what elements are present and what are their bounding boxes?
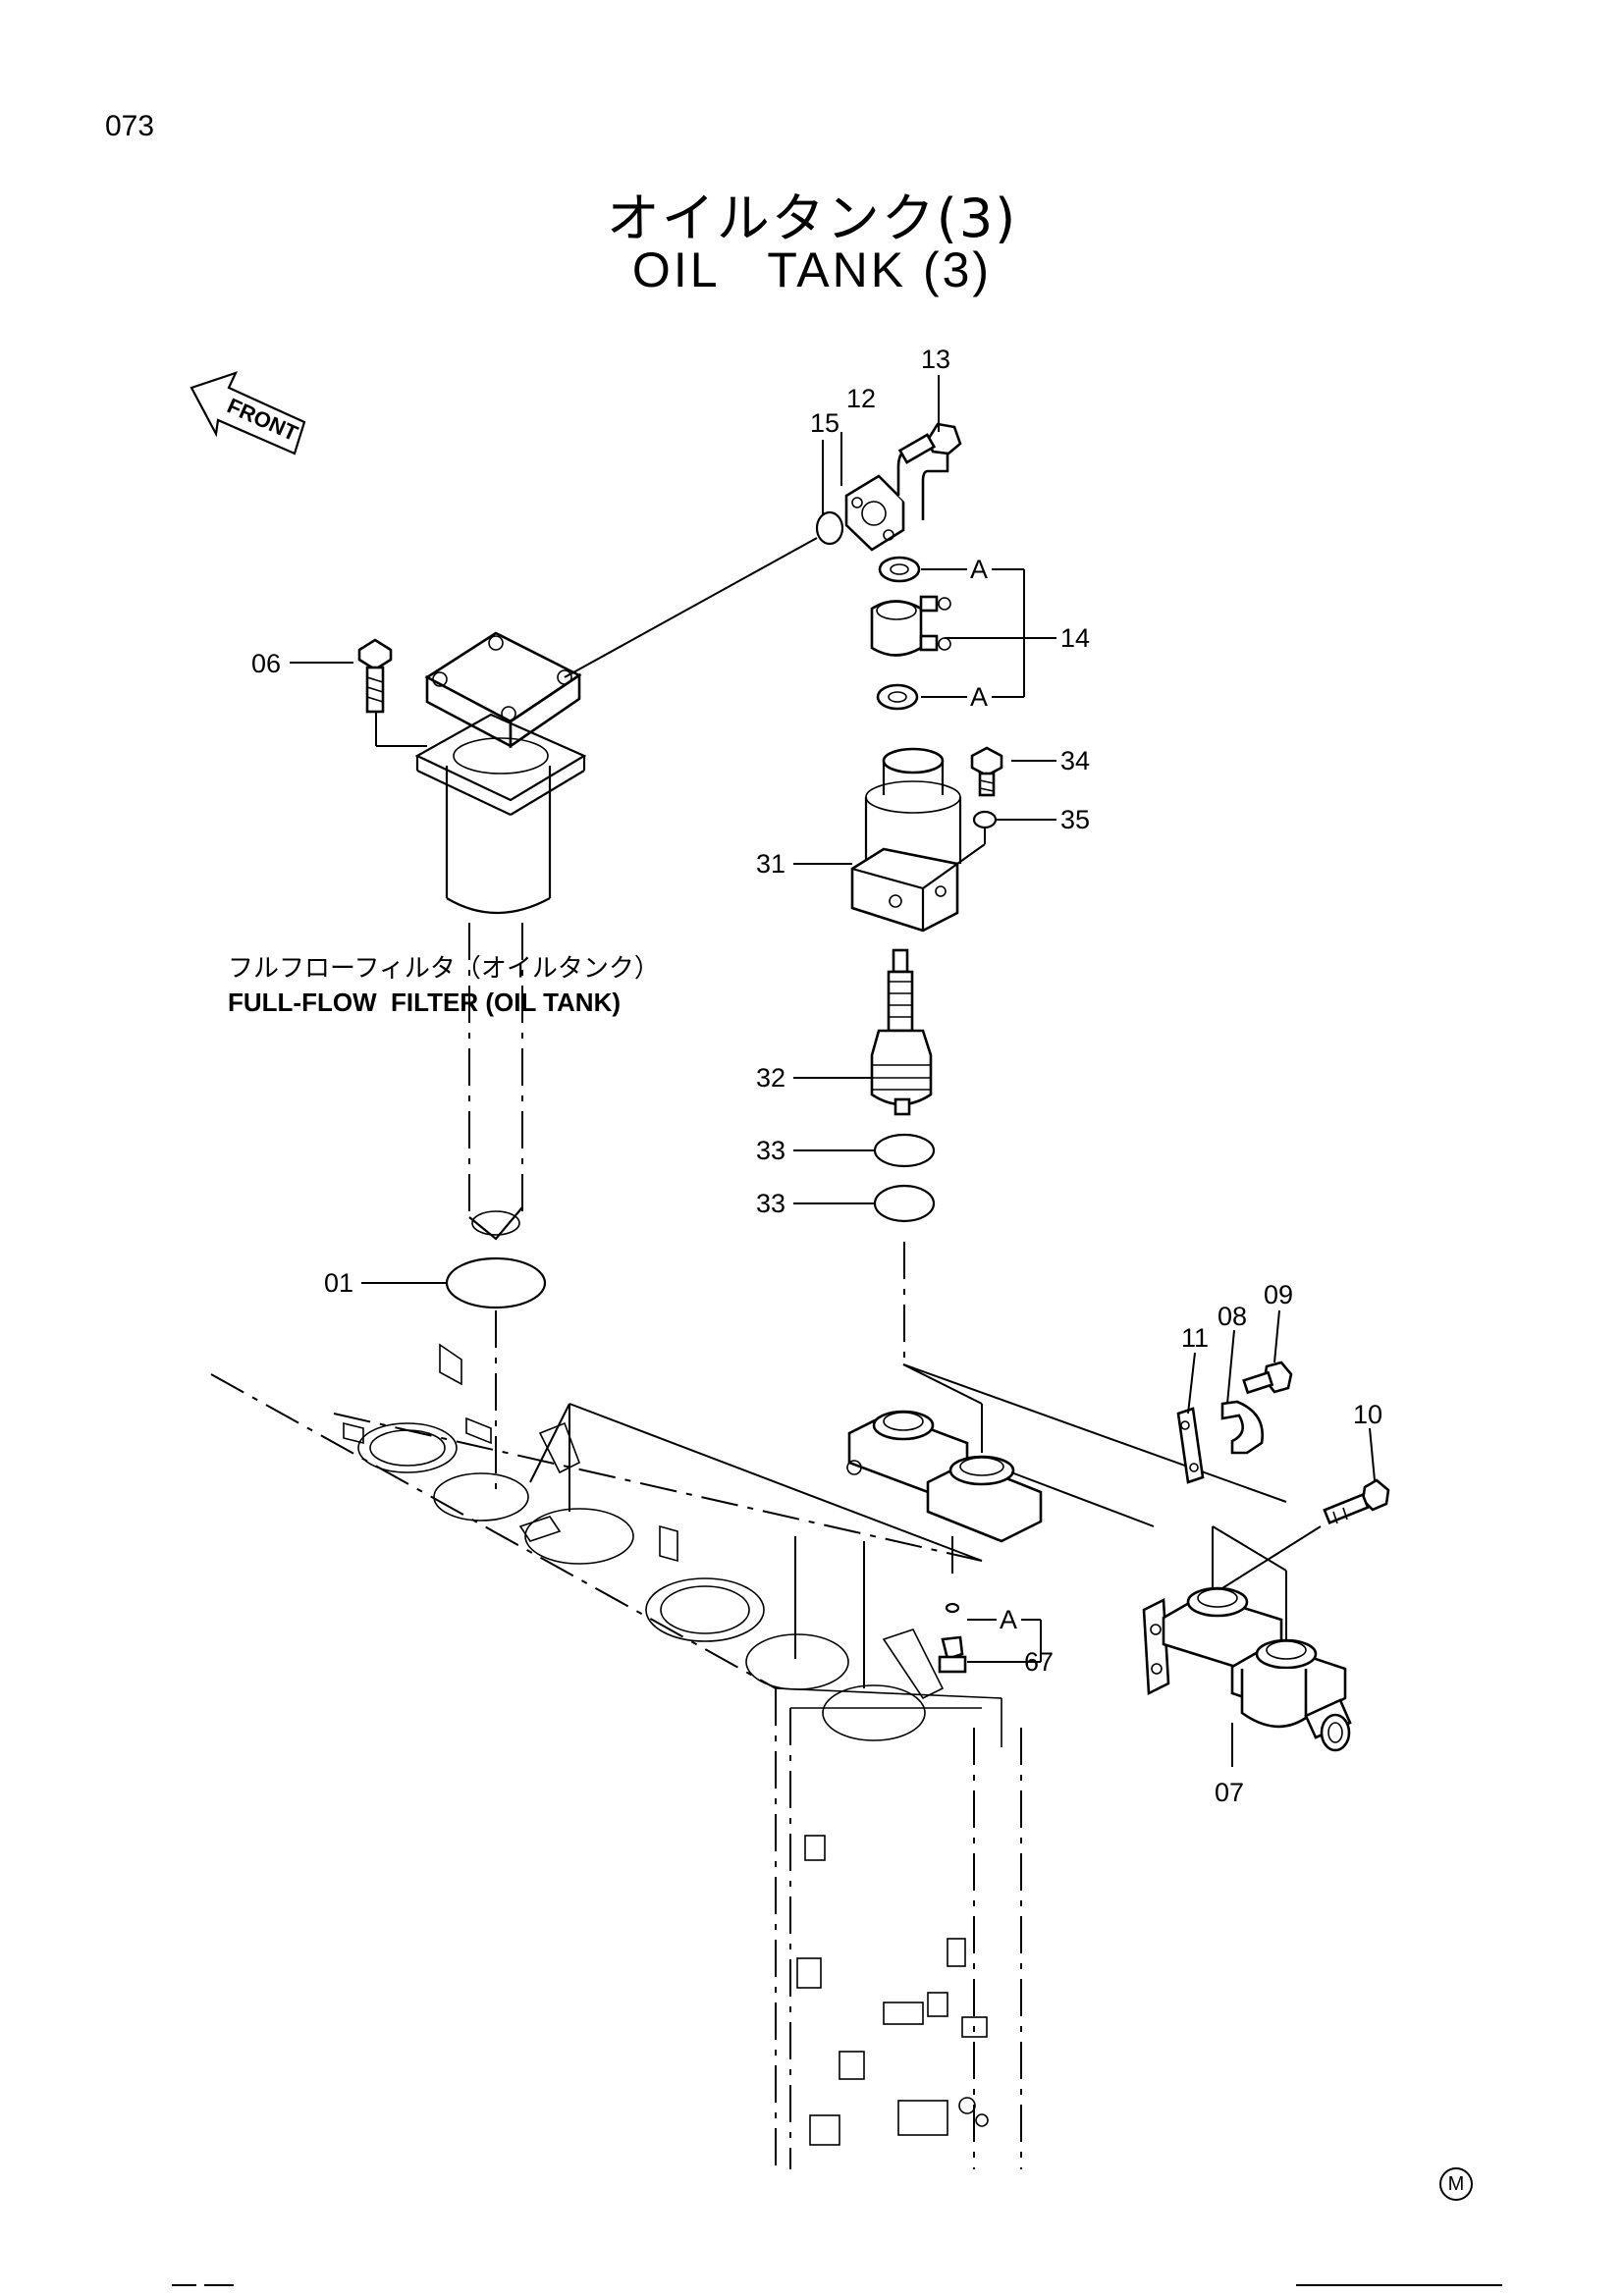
oil-tank-frame	[210, 1343, 1022, 2169]
callout-34: 34	[1060, 746, 1090, 775]
filter-caption-japanese: フルフローフィルタ（オイルタンク）	[228, 954, 660, 984]
hose-clamp-14	[870, 556, 951, 711]
callout-01: 01	[324, 1268, 353, 1298]
callout-11: 11	[1181, 1323, 1209, 1353]
footer-rule	[172, 2284, 196, 2286]
plate-11	[1176, 1407, 1205, 1484]
o-ring-33a	[873, 1133, 936, 1168]
callout-35: 35	[1060, 805, 1090, 834]
callout-12: 12	[846, 384, 876, 413]
page-number: 073	[105, 110, 155, 142]
callout-a: A	[1000, 1605, 1017, 1634]
return-manifold	[846, 1363, 1287, 1580]
manifold-07	[1010, 1471, 1352, 1752]
valve-31	[850, 747, 962, 933]
front-arrow-icon: FRONT	[189, 371, 306, 455]
callout-a: A	[970, 682, 988, 712]
callout-14: 14	[1060, 623, 1090, 653]
callout-13: 13	[921, 345, 950, 374]
footer-rule	[1296, 2284, 1502, 2286]
callout-33: 33	[756, 1189, 785, 1218]
bolt-06	[357, 638, 427, 747]
o-ring-01	[445, 1256, 547, 1309]
callout-09: 09	[1264, 1280, 1293, 1309]
callout-10: 10	[1353, 1400, 1382, 1429]
callout-67: 67	[1024, 1647, 1054, 1677]
filter-caption: FULL-FLOW FILTER (OIL TANK)	[228, 988, 621, 1017]
front-label: FRONT	[224, 393, 302, 446]
full-flow-filter	[414, 631, 587, 1241]
plug-67	[938, 1602, 967, 1674]
callout-31: 31	[756, 849, 785, 879]
clamp-08	[1220, 1400, 1265, 1455]
bolt-10	[1323, 1478, 1390, 1525]
bolt-34	[970, 746, 1003, 797]
page-title-japanese: オイルタンク(3)	[606, 187, 1018, 249]
o-ring-15	[815, 510, 844, 546]
bolt-09	[1242, 1361, 1293, 1395]
cartridge-32	[870, 948, 933, 1116]
o-ring-33b	[873, 1184, 936, 1223]
callout-33: 33	[756, 1136, 785, 1165]
callout-15: 15	[810, 408, 839, 438]
callout-32: 32	[756, 1063, 785, 1093]
page-title: OIL TANK (3)	[631, 242, 993, 297]
callout-08: 08	[1218, 1302, 1247, 1331]
washer-35	[972, 810, 998, 829]
callout-07: 07	[1215, 1778, 1244, 1807]
elbow-flange-12	[844, 445, 949, 552]
m-mark: M	[1439, 2167, 1473, 2201]
callout-06: 06	[251, 649, 281, 678]
callout-a: A	[970, 555, 988, 584]
footer-rule	[204, 2284, 234, 2286]
